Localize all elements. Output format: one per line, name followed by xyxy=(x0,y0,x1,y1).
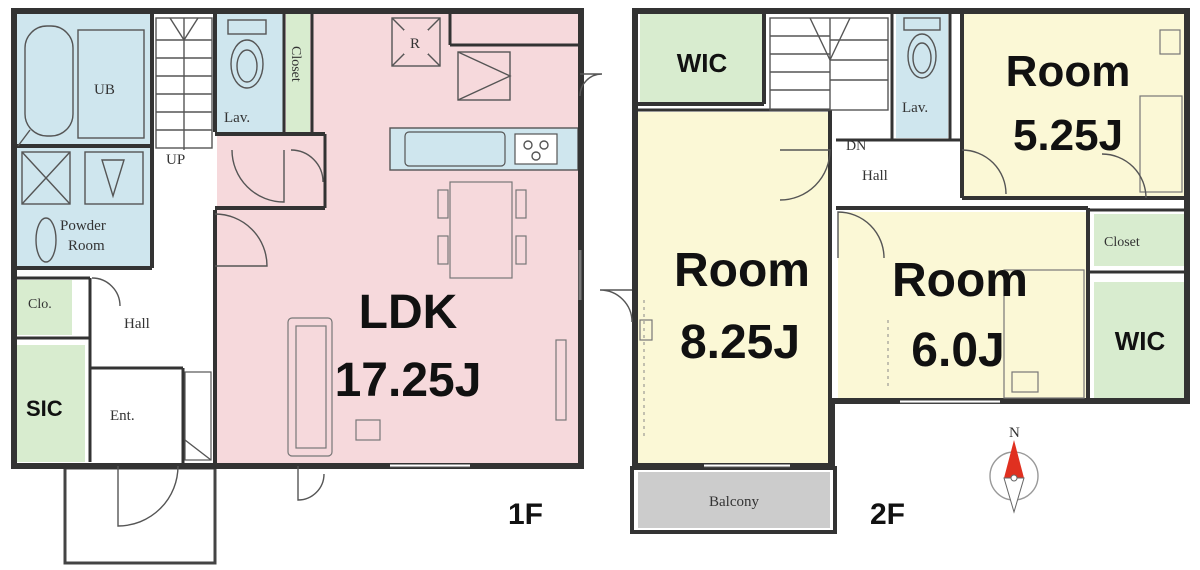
wic-right-area xyxy=(1094,282,1184,398)
room-b-name-label: Room xyxy=(674,244,810,297)
dn-label: DN xyxy=(846,139,866,154)
sic-label: SIC xyxy=(26,396,63,421)
clo-label: Clo. xyxy=(28,297,52,312)
sofa xyxy=(287,317,381,457)
up-label: UP xyxy=(166,152,185,168)
sic-area xyxy=(17,345,85,462)
room-8-25-area xyxy=(638,112,828,464)
toilet-icon xyxy=(227,19,267,89)
hall-label-1f: Hall xyxy=(124,316,150,332)
balcony-area xyxy=(638,472,830,528)
compass-icon: N xyxy=(989,425,1039,514)
stove xyxy=(514,133,558,165)
bathtub xyxy=(24,25,74,137)
ldk-name-label: LDK xyxy=(359,286,458,339)
closet-label-1f: Closet xyxy=(288,46,303,82)
stairs-1f xyxy=(155,17,213,150)
closet-label-2f: Closet xyxy=(1104,235,1140,250)
room-6-0-area xyxy=(838,212,1088,402)
toilet-area-2f xyxy=(896,14,948,138)
dining-set xyxy=(437,181,527,279)
room-5-25-area xyxy=(964,14,1184,198)
floor-1-label: 1F xyxy=(508,498,543,531)
hall-label-2f: Hall xyxy=(862,168,888,184)
ub-label: UB xyxy=(94,82,115,98)
wic-top-area xyxy=(640,14,762,102)
powder-label-line2: Room xyxy=(68,238,105,254)
closet-area-2f xyxy=(1094,214,1184,266)
porch xyxy=(63,466,217,565)
floor-2-label: 2F xyxy=(870,498,905,531)
wic-right-label: WIC xyxy=(1115,326,1166,356)
sink xyxy=(404,131,506,167)
lav-label-1f: Lav. xyxy=(224,110,250,126)
room-a-size-label: 5.25J xyxy=(1013,111,1123,160)
clo-area xyxy=(17,280,72,335)
room-a-name-label: Room xyxy=(1006,47,1131,96)
closet-area-1f xyxy=(286,14,310,134)
powder-label-line1: Powder xyxy=(60,218,106,234)
vanity-basin xyxy=(35,217,57,263)
north-label: N xyxy=(1009,425,1020,441)
ent-label: Ent. xyxy=(110,408,135,424)
lav-label-2f: Lav. xyxy=(902,100,928,116)
toilet-icon-2f xyxy=(903,17,941,79)
ldk-size-label: 17.25J xyxy=(335,354,482,407)
r-label: R xyxy=(410,36,420,52)
wic-top-label: WIC xyxy=(677,48,728,78)
floor-2: WIC Lav. DN Hall Closet WIC Balcony Room… xyxy=(599,8,1190,534)
room-c-name-label: Room xyxy=(892,254,1028,307)
room-b-size-label: 8.25J xyxy=(680,316,800,369)
room-c-size-label: 6.0J xyxy=(911,324,1004,377)
floor-1: UB Lav. Closet UP Powder Room Clo. Hall … xyxy=(11,8,603,565)
balcony-label: Balcony xyxy=(709,494,759,510)
stairs-2f xyxy=(769,17,889,111)
